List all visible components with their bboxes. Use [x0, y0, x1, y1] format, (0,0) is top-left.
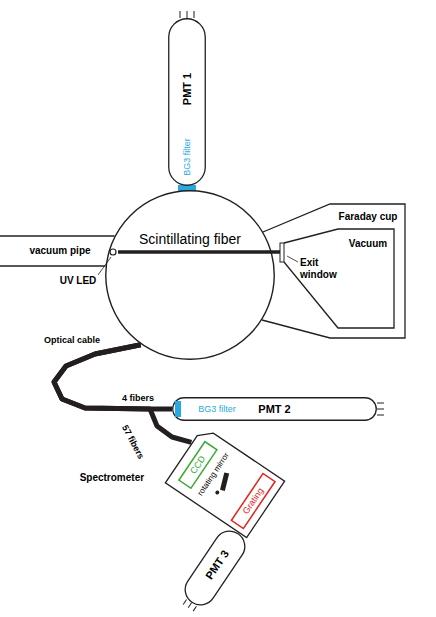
- faraday-cup-housing: [262, 204, 405, 338]
- connector-pin: [377, 403, 384, 404]
- connector-pin: [187, 11, 188, 18]
- spectrometer-housing: [165, 426, 284, 537]
- connector-pin: [188, 603, 191, 608]
- cable-label: Optical cable: [44, 335, 100, 345]
- node-title: PMT 1: [181, 72, 194, 104]
- target-chamber-outline: [105, 190, 275, 360]
- node-title: BG3 filter: [198, 404, 236, 414]
- leader-line: [98, 257, 111, 275]
- mirror-pivot: [215, 490, 221, 496]
- chamber-outline: [106, 191, 275, 360]
- tube-body: [169, 19, 206, 186]
- part-label: UV LED: [60, 275, 97, 287]
- scintillating-fiber: [118, 250, 280, 254]
- rotating-mirror: [220, 472, 229, 491]
- connector-pin: [377, 409, 384, 410]
- vacuum-pipe-wall: [0, 265, 106, 266]
- photomultiplier-tube: BG3 filter PMT 2: [172, 397, 377, 421]
- part-label: Exit window: [300, 257, 344, 280]
- tube-body: [173, 398, 377, 421]
- node-title: Scintillating fiber: [139, 231, 241, 247]
- exit-window: [280, 243, 284, 262]
- connector-pin: [180, 11, 181, 18]
- grating-frame: [231, 474, 275, 529]
- node-text: PMT 2: [258, 403, 290, 416]
- connector-pin: [377, 415, 384, 416]
- connector-pin: [194, 11, 195, 18]
- photomultiplier-tube: PMT 1 BG3 filter: [168, 18, 206, 186]
- connector-pin: [193, 606, 196, 611]
- region-label: Vacuum: [349, 238, 387, 250]
- faraday-cup: Faraday cup: [334, 208, 402, 226]
- edge-label: 57 fibers: [119, 422, 146, 461]
- uv-led: [110, 249, 116, 255]
- photomultiplier-tube: PMT 3: [178, 524, 252, 612]
- connector-pin: [183, 599, 186, 604]
- leader-line: [287, 256, 298, 262]
- node-title: Faraday cup: [339, 211, 398, 223]
- node-text: BG3 filter: [182, 139, 192, 177]
- bg3-filter: [175, 401, 181, 417]
- node-title: Spectrometer: [80, 472, 144, 484]
- vacuum-pipe-wall: [0, 235, 115, 236]
- edge-label: 4 fibers: [121, 393, 155, 403]
- tube-body: [179, 525, 250, 610]
- target-chamber: Scintillating fiber: [105, 190, 275, 360]
- vacuum-chamber: [284, 229, 394, 328]
- part-label: vacuum pipe: [29, 245, 90, 257]
- optical-cable: [54, 345, 172, 409]
